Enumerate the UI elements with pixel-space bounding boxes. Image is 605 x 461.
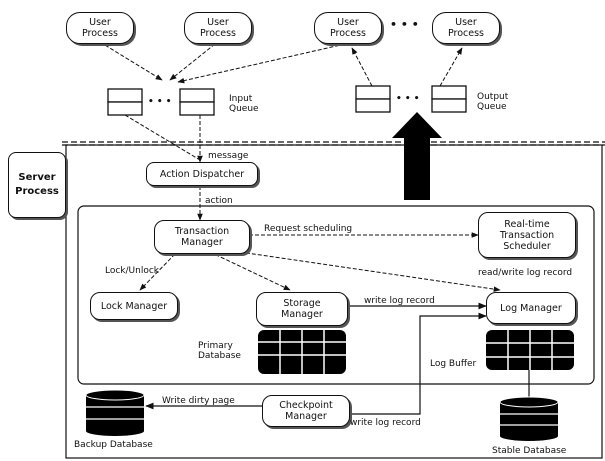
primary-database-icon — [258, 330, 346, 374]
read-write-log-label: read/write log record — [478, 268, 573, 278]
core-frame — [77, 205, 595, 385]
edge-tm-lm — [139, 253, 176, 291]
action-dispatcher: Action Dispatcher — [146, 162, 258, 186]
edge-iq-ad — [124, 114, 201, 161]
edge-up3-iq — [177, 43, 346, 84]
write-log-record-2-label: write log record — [350, 418, 421, 428]
lock-unlock-label: Lock/Unlock — [105, 266, 160, 276]
realtime-scheduler: Real-time Transaction Scheduler — [478, 212, 576, 258]
user-process-1: User Process — [66, 12, 134, 44]
user-process-2: User Process — [184, 12, 252, 44]
user-ellipsis: • • • — [390, 18, 419, 31]
storage-manager: Storage Manager — [256, 292, 348, 326]
edge-oq-up3 — [351, 47, 373, 87]
backup-database-label: Backup Database — [74, 440, 153, 450]
user-process-3: User Process — [314, 12, 382, 44]
edge-tm-sm — [209, 251, 291, 291]
input-queue-ellipsis: • • • — [148, 97, 172, 107]
log-buffer-label: Log Buffer — [430, 359, 477, 369]
message-label: message — [208, 151, 249, 161]
request-scheduling-label: Request scheduling — [264, 224, 353, 234]
big-up-arrow — [392, 112, 442, 200]
input-queue-slot — [107, 101, 143, 116]
output-queue-slot — [431, 85, 467, 100]
output-queue-ellipsis: • • • — [396, 94, 420, 104]
backup-database-icon — [85, 389, 145, 436]
output-queue-slot — [431, 98, 467, 113]
primary-database-label: Primary Database — [198, 341, 241, 361]
write-log-record-label: write log record — [364, 296, 435, 306]
lock-manager: Lock Manager — [90, 292, 178, 320]
edge-cp-log — [350, 312, 487, 415]
stable-database-icon — [499, 396, 559, 441]
edge-tm-log — [239, 251, 501, 292]
input-queue-slot — [107, 88, 143, 103]
output-queue-slot — [355, 85, 391, 100]
server-frame — [65, 144, 603, 459]
server-process: Server Process — [8, 152, 66, 218]
output-queue-slot — [355, 98, 391, 113]
write-dirty-page-label: Write dirty page — [162, 396, 235, 406]
stable-database-label: Stable Database — [492, 446, 567, 456]
output-queue-label: Output Queue — [477, 92, 509, 112]
checkpoint-manager: Checkpoint Manager — [262, 395, 350, 427]
input-queue-slot — [179, 88, 215, 103]
user-process-4: User Process — [432, 12, 500, 44]
transaction-manager: Transaction Manager — [154, 220, 250, 254]
input-queue-label: Input Queue — [229, 94, 259, 114]
log-manager: Log Manager — [486, 292, 576, 324]
log-buffer-icon — [486, 330, 574, 370]
action-label: action — [205, 196, 233, 206]
edge-oq-up4 — [439, 47, 463, 87]
edge-up2-iq — [169, 43, 216, 81]
input-queue-slot — [179, 101, 215, 116]
edge-up1-iq — [99, 41, 163, 81]
